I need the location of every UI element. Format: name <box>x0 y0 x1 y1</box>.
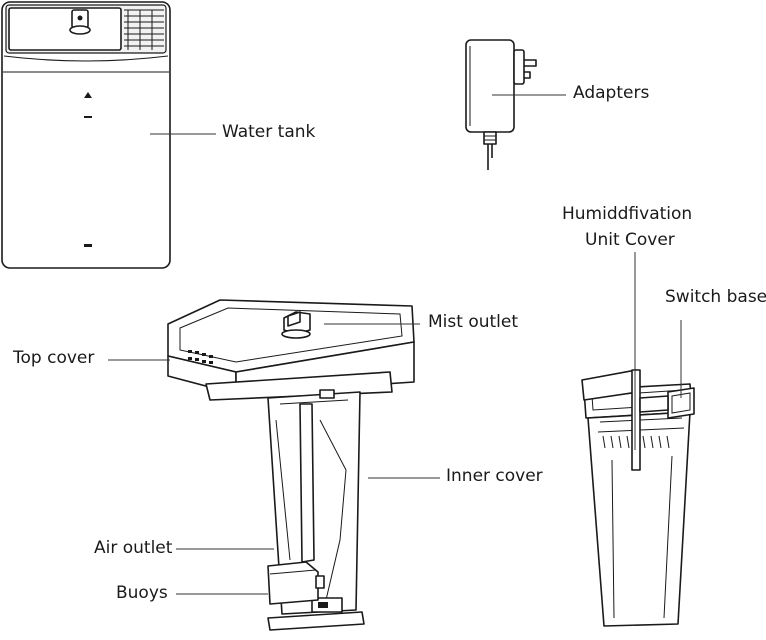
label-adapters: Adapters <box>573 83 650 103</box>
top-cover-illustration <box>167 299 415 401</box>
label-air-outlet: Air outlet <box>94 538 173 558</box>
label-buoys: Buoys <box>116 583 168 603</box>
label-humid-cover-line1: Humiddfivation <box>562 204 693 224</box>
label-inner-cover: Inner cover <box>446 466 543 486</box>
water-tank-illustration <box>1 1 171 269</box>
buoy-illustration <box>267 561 325 605</box>
label-humid-cover-line2: Unit Cover <box>585 230 675 250</box>
label-switch-base: Switch base <box>665 287 766 307</box>
humidification-unit-cover-illustration <box>581 369 695 627</box>
label-water-tank: Water tank <box>222 122 316 142</box>
inner-cover-illustration <box>267 389 365 631</box>
adapter-illustration <box>465 39 537 170</box>
label-mist-outlet: Mist outlet <box>428 312 519 332</box>
label-top-cover: Top cover <box>13 348 95 368</box>
